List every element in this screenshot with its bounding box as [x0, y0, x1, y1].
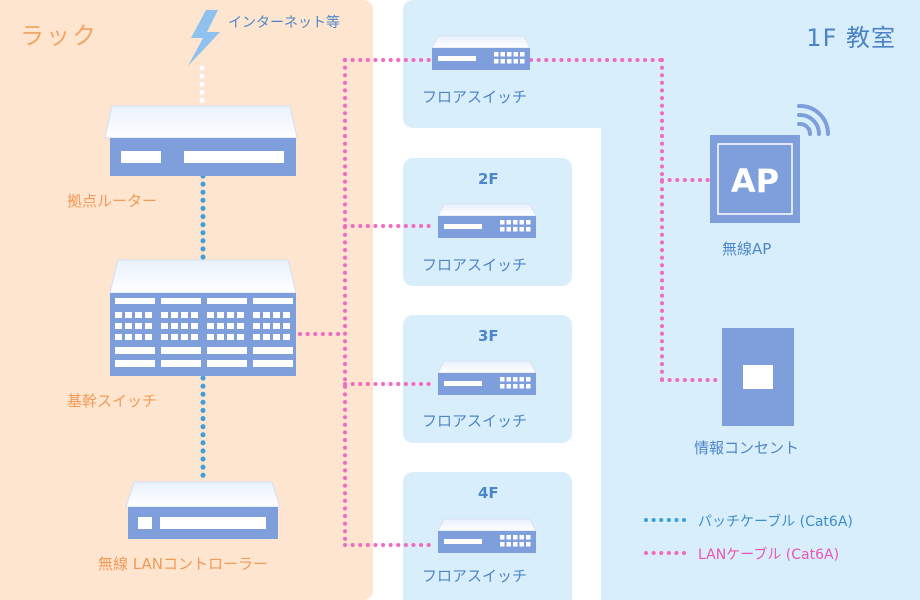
wifi-signal-icon — [797, 103, 830, 136]
wireless-ap-label: 無線AP — [722, 240, 772, 258]
floor-switch-label-4f: フロアスイッチ — [422, 567, 528, 585]
information-outlet-label: 情報コンセント — [694, 439, 800, 457]
floor-switch-icon — [437, 360, 537, 395]
floor-number-4f: 4F — [478, 484, 499, 502]
floor-number-3f: 3F — [478, 327, 499, 345]
core-switch-label: 基幹スイッチ — [67, 392, 158, 410]
floor-switch-label-3f: フロアスイッチ — [422, 412, 528, 430]
floor-switch-icon — [431, 35, 531, 70]
floor-switch-icon — [437, 518, 537, 553]
floor-switch-label-2f: フロアスイッチ — [422, 256, 528, 274]
wlan-controller-label: 無線 LANコントローラー — [98, 555, 268, 573]
information-outlet-icon — [722, 328, 794, 426]
classroom-area — [601, 0, 920, 600]
lightning-icon — [188, 10, 220, 66]
rack-title: ラック — [20, 22, 98, 50]
classroom-title: 1F 教室 — [806, 24, 896, 52]
router-icon — [104, 105, 298, 176]
floor-switch-label-1f: フロアスイッチ — [422, 88, 528, 106]
internet-label: インターネット等 — [228, 15, 340, 31]
svg-text:AP: AP — [731, 162, 779, 200]
wlan-controller-icon — [125, 481, 281, 539]
floor-number-2f: 2F — [478, 170, 499, 188]
legend-patch-label: パッチケーブル (Cat6A) — [698, 514, 853, 530]
floor-switch-icon — [437, 203, 537, 238]
legend-lan-label: LANケーブル (Cat6A) — [698, 547, 840, 563]
router-label: 拠点ルーター — [67, 192, 158, 210]
wireless-ap-icon: AP — [710, 103, 830, 223]
lan-cables — [298, 58, 724, 555]
core-switch-icon — [109, 259, 297, 376]
